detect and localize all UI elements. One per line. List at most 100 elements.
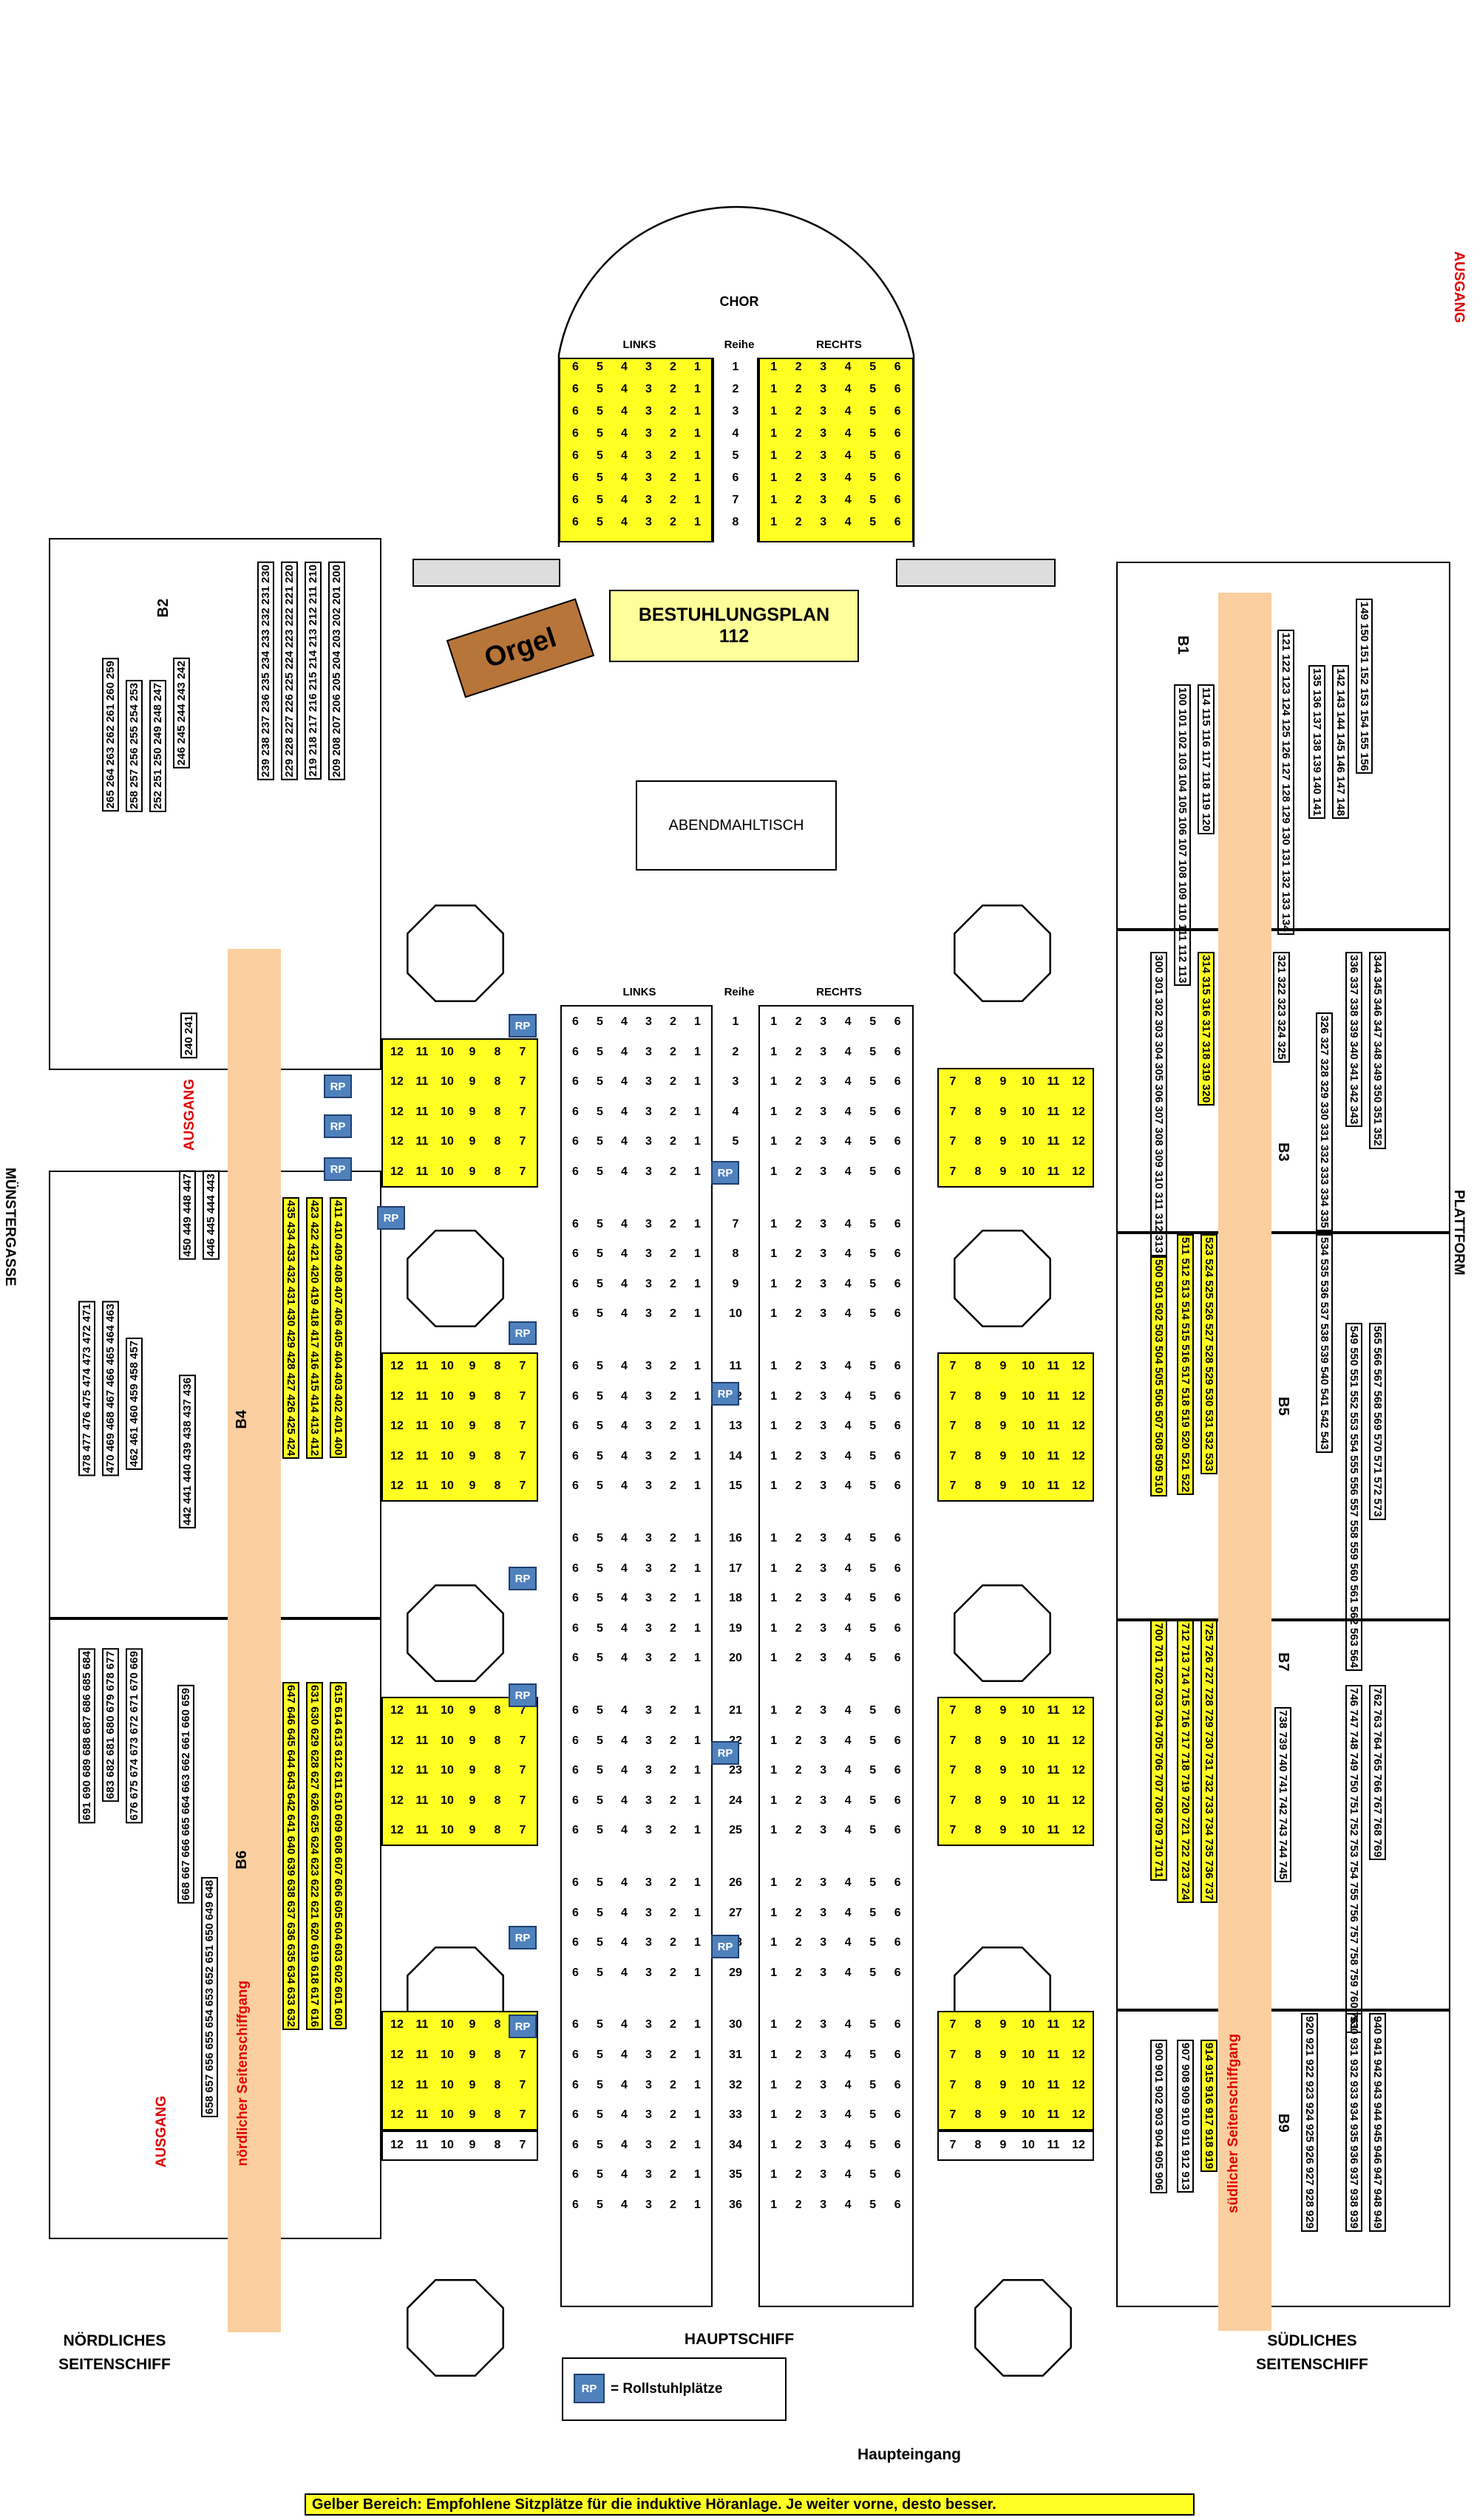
seat: 2	[795, 1277, 802, 1290]
choir-row-number: 5	[732, 449, 739, 462]
seat: 2	[795, 2168, 802, 2182]
seat: 6	[894, 1015, 901, 1028]
seat: 4	[844, 1165, 852, 1178]
seat: 11	[1047, 1165, 1060, 1178]
seat: 6	[572, 2018, 579, 2032]
seat: 2	[670, 1075, 676, 1089]
hauptschiff-label: HAUPTSCHIFF	[684, 2331, 795, 2348]
seat: 2	[795, 2138, 802, 2151]
seat: 10	[441, 1479, 454, 1493]
choir-left-block	[559, 358, 713, 542]
seat: 1	[770, 1876, 778, 1889]
seat: 2	[670, 1165, 676, 1178]
seat: 6	[572, 1360, 579, 1372]
seat: 4	[621, 1217, 628, 1230]
seat: 11	[415, 1734, 429, 1747]
seat: 2	[670, 2108, 676, 2122]
seat: 2	[670, 494, 676, 506]
seat: 3	[820, 516, 827, 528]
seat: 9	[469, 1135, 476, 1148]
seat: 6	[572, 1652, 579, 1665]
seat: 5	[869, 516, 877, 528]
seat: 4	[844, 1906, 852, 1919]
seat: 11	[1047, 1360, 1060, 1372]
seat: 9	[469, 1105, 476, 1118]
seat: 2	[670, 1824, 676, 1837]
rp-marker: RP	[377, 1206, 405, 1230]
seat: 3	[820, 449, 827, 462]
seat: 10	[441, 1135, 454, 1148]
rp-legend-icon: RP	[574, 2374, 605, 2403]
seat: 4	[844, 1449, 852, 1462]
seat: 4	[844, 2018, 852, 2032]
choir-links-label: LINKS	[622, 338, 656, 351]
seat: 4	[844, 2108, 852, 2122]
seat: 2	[795, 361, 802, 373]
nave-row-number: 15	[729, 1479, 742, 1493]
south-wing-tail	[937, 2131, 1094, 2161]
seat: 10	[441, 2049, 454, 2061]
seat: 7	[519, 2108, 526, 2122]
seat: 1	[770, 1906, 778, 1919]
seat: 12	[390, 1075, 404, 1089]
seat: 4	[844, 2138, 852, 2151]
nave-row-number: 23	[729, 1764, 742, 1777]
seat: 3	[820, 2049, 827, 2061]
seat: 3	[645, 1764, 652, 1777]
seat: 3	[645, 1420, 652, 1433]
seat: 1	[770, 494, 778, 506]
pillar	[407, 905, 504, 1002]
seat: 3	[820, 1360, 827, 1372]
seat-column-b6_c2: 631 630 629 628 627 626 625 624 623 622 …	[306, 1682, 323, 2030]
seat: 1	[694, 494, 701, 506]
seat: 2	[670, 1360, 676, 1372]
seat: 4	[844, 1824, 852, 1837]
seat: 6	[894, 2018, 901, 2032]
seat: 2	[795, 2078, 802, 2091]
seat-column-b2_c3: 219 218 217 216 215 214 213 212 211 210	[305, 562, 322, 780]
seat: 10	[1022, 1420, 1035, 1433]
block-b2-label: B2	[155, 599, 171, 618]
seat: 2	[795, 1966, 802, 1979]
south-wing-block	[937, 1352, 1094, 1502]
seat: 3	[820, 1075, 827, 1089]
seat: 1	[770, 1389, 778, 1403]
seat: 4	[621, 1015, 628, 1028]
seat: 7	[519, 1794, 526, 1807]
seat: 1	[694, 1621, 701, 1635]
seat: 10	[441, 2078, 454, 2091]
seat: 1	[694, 1449, 701, 1462]
seat: 5	[597, 1449, 603, 1462]
suedlicher-gang-label: südlicher Seitenschiffgang	[1226, 2034, 1241, 2213]
seat: 5	[597, 2049, 603, 2061]
seat: 1	[694, 1532, 701, 1545]
seat: 5	[597, 1015, 603, 1028]
seat: 3	[820, 1562, 827, 1575]
choir-row-number: 1	[732, 361, 739, 373]
seat: 10	[441, 2138, 454, 2151]
seat: 6	[894, 1045, 901, 1058]
seat: 5	[869, 405, 877, 418]
seat: 4	[621, 405, 628, 418]
seat: 9	[999, 2108, 1007, 2122]
seat: 6	[894, 1165, 901, 1178]
seat: 1	[770, 2168, 778, 2182]
seat: 3	[645, 2018, 652, 2032]
choir-row-number: 4	[732, 427, 739, 440]
seat: 10	[1022, 1479, 1035, 1493]
seat: 5	[869, 427, 877, 440]
seat: 5	[869, 1906, 877, 1919]
nave-row-number: 33	[729, 2108, 742, 2122]
seat: 2	[670, 1794, 676, 1807]
choir-row-number: 7	[732, 494, 739, 506]
seat: 2	[670, 1135, 676, 1148]
seat-column-b4_e3: 462 461 460 459 458 457	[126, 1338, 143, 1470]
north-wing-block	[381, 1352, 538, 1502]
seat: 2	[795, 1360, 802, 1372]
seat: 9	[469, 2138, 476, 2151]
